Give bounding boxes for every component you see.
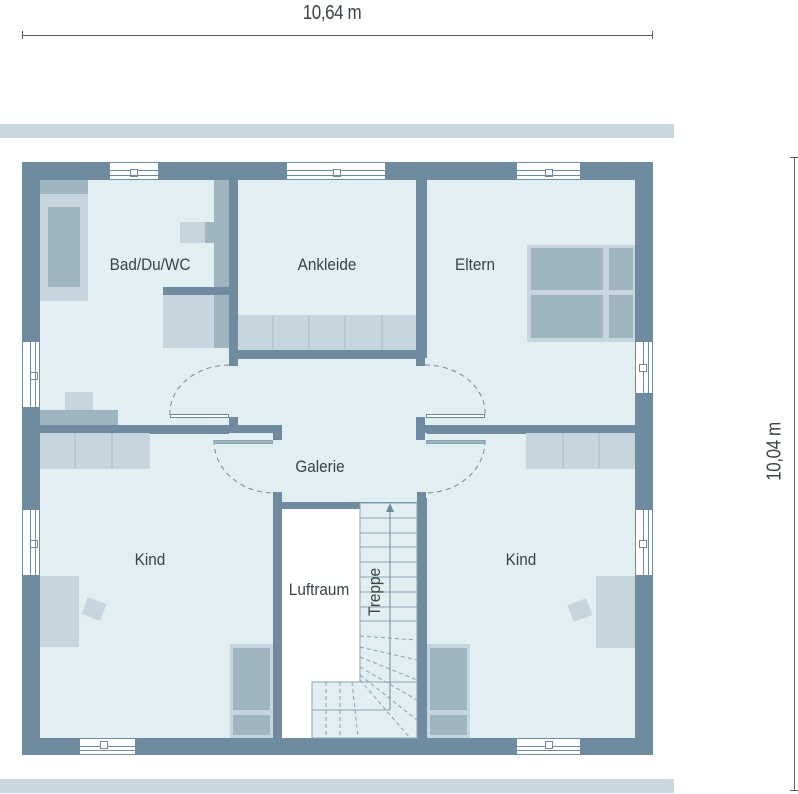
- bed-eltern-mattress-2: [531, 295, 603, 338]
- window-kind-right-side: [635, 509, 653, 576]
- bed-eltern-mattress-1: [531, 248, 603, 290]
- desk-kind-right: [596, 576, 635, 648]
- height-dimension-line: [794, 157, 795, 791]
- wall-left-corridor: [40, 425, 282, 433]
- wall-right-corridor-stub: [416, 417, 425, 440]
- ground-band-bottom: [0, 779, 674, 793]
- door-kind-left[interactable]: [214, 440, 273, 444]
- room-label-luftraum: Luftraum: [288, 580, 350, 599]
- wall-bad-shower: [163, 287, 229, 295]
- wall-ankleide-bottom: [238, 350, 416, 359]
- stairs-label: Treppe: [365, 568, 384, 616]
- room-label-bad: Bad/Du/WC: [109, 255, 191, 274]
- vanity: [40, 410, 118, 425]
- shower: [163, 295, 214, 348]
- wall-bad-stub: [229, 417, 238, 433]
- window-kind-left-bottom: [79, 738, 136, 755]
- wall-kind-left-luftraum: [273, 492, 282, 740]
- wall-left-corridor-stub: [273, 425, 282, 440]
- bed-eltern-pillow-1: [609, 248, 633, 290]
- wall-luftraum-top: [282, 503, 360, 509]
- bad-shelf: [214, 180, 229, 287]
- wall-kind-right-stairs: [417, 492, 426, 740]
- door-kind-right[interactable]: [426, 440, 485, 444]
- wardrobe-kind-left: [40, 433, 150, 469]
- width-dimension-tick-right: [652, 31, 653, 39]
- height-dimension-tick-top: [790, 157, 798, 158]
- door-bad[interactable]: [170, 414, 229, 418]
- toilet: [180, 222, 205, 243]
- bed-kind-right-pillow: [430, 715, 467, 735]
- bed-kind-left-mattress: [233, 648, 270, 710]
- wall-bad-ankleide: [229, 180, 238, 366]
- bed-eltern-pillow-2: [609, 295, 633, 338]
- wardrobe-kind-right: [526, 433, 635, 469]
- toilet-tank: [205, 222, 214, 243]
- room-label-kind-left: Kind: [134, 550, 166, 569]
- window-kind-right-bottom: [516, 738, 581, 755]
- sink: [65, 392, 93, 410]
- ground-band-top: [0, 124, 674, 138]
- wall-right-corridor: [425, 425, 635, 433]
- height-dimension-tick-bottom: [790, 790, 798, 791]
- room-label-ankleide: Ankleide: [297, 255, 357, 274]
- bathtub-basin: [48, 207, 80, 287]
- width-dimension-tick-left: [22, 31, 23, 39]
- window-ankleide-top: [286, 162, 386, 180]
- desk-kind-left: [40, 576, 79, 647]
- window-bad-left: [22, 341, 40, 408]
- luftraum-void-lower: [282, 682, 312, 738]
- width-dimension-line: [22, 35, 653, 36]
- window-eltern-right: [635, 341, 653, 394]
- room-label-galerie: Galerie: [295, 457, 345, 476]
- shower-wall: [214, 295, 229, 348]
- wardrobe-ankleide: [238, 315, 416, 350]
- bed-kind-right-mattress: [430, 648, 467, 710]
- door-eltern[interactable]: [426, 414, 485, 418]
- bathtub-end: [40, 180, 88, 194]
- bed-kind-left-pillow: [233, 715, 270, 735]
- window-bad-top: [109, 162, 159, 180]
- window-eltern-top: [516, 162, 581, 180]
- room-label-kind-right: Kind: [505, 550, 537, 569]
- wall-ankleide-eltern-upper: [416, 180, 425, 248]
- floor-galerie-center: [282, 426, 417, 502]
- window-kind-left-side: [22, 509, 40, 576]
- wall-ankleide-eltern-lower: [416, 303, 425, 366]
- room-label-eltern: Eltern: [455, 255, 495, 274]
- width-dimension-label: 10,64 m: [302, 2, 362, 24]
